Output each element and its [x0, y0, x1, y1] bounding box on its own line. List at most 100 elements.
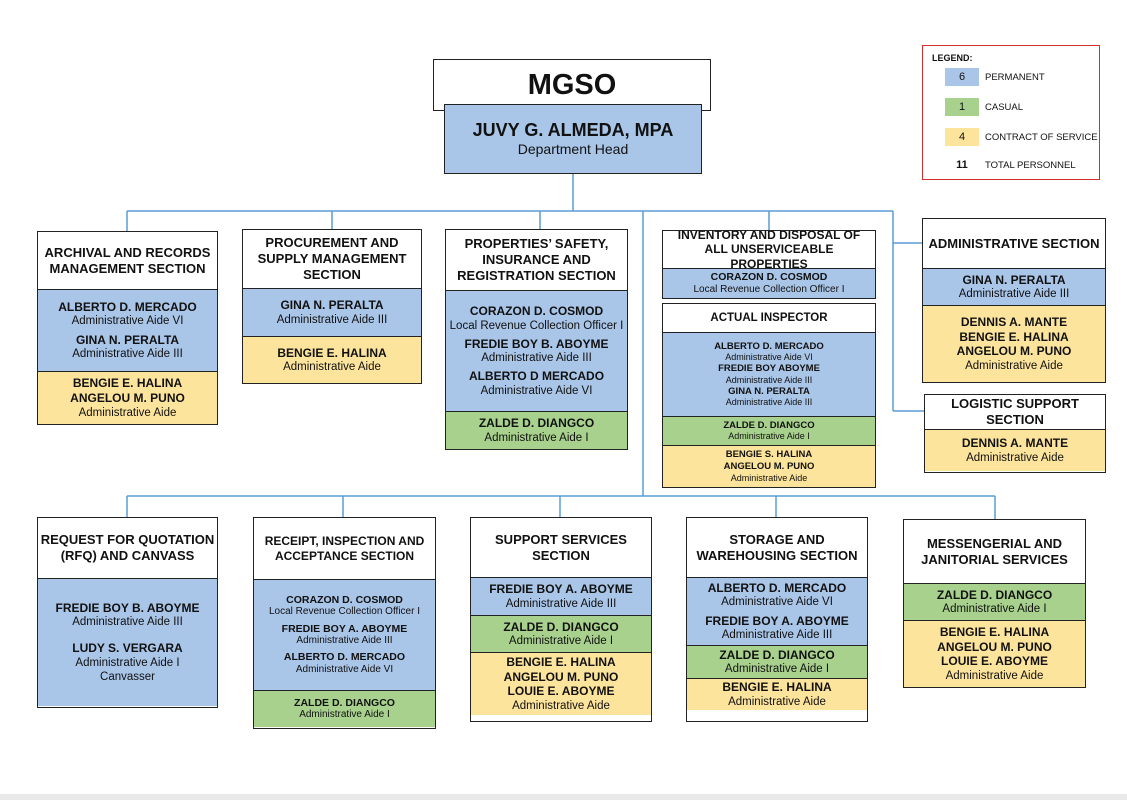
staff-role: Administrative Aide: [512, 699, 610, 712]
staff-name: CORAZON D. COSMOD: [469, 304, 604, 319]
org-title: MGSO: [433, 59, 711, 111]
staff-role: Administrative Aide VI: [725, 352, 813, 363]
legend: LEGEND: 6 PERMANENT 1 CASUAL 4 CONTRACT …: [922, 45, 1100, 180]
staff-name: ALBERTO D. MERCADO: [707, 580, 847, 595]
department-head-title: Department Head: [517, 141, 629, 158]
staff-name: GINA N. PERALTA: [280, 298, 384, 313]
staff-role: Administrative Aide: [945, 669, 1044, 682]
staff-role: Administrative Aide VI: [295, 664, 394, 676]
legend-count: 11: [956, 159, 968, 171]
staff-name: FREDIE BOY A. ABOYME: [489, 582, 633, 597]
staff-name: CORAZON D. COSMOD: [710, 271, 828, 283]
legend-label: CASUAL: [985, 101, 1024, 113]
section-inventory: INVENTORY AND DISPOSAL OF ALL UNSERVICEA…: [662, 230, 876, 299]
staff-name: BENGIE E. HALINA: [722, 680, 832, 695]
staff-name: ZALDE D. DIANGCO: [723, 419, 815, 431]
staff-name: FREDIE BOY B. ABOYME: [464, 336, 609, 351]
staff-role: Local Revenue Collection Officer I: [693, 283, 845, 295]
staff-name: FREDIE BOY A. ABOYME: [705, 613, 849, 628]
staff-name: ZALDE D. DIANGCO: [719, 647, 835, 662]
staff-name: ALBERTO D MERCADO: [468, 369, 605, 384]
section-support: SUPPORT SERVICES SECTION FREDIE BOY A. AB…: [470, 517, 652, 722]
section-title: LOGISTIC SUPPORT SECTION: [951, 396, 1079, 427]
staff-name: ZALDE D. DIANGCO: [936, 587, 1053, 602]
department-head-box: JUVY G. ALMEDA, MPA Department Head: [444, 104, 702, 174]
staff-role: Administrative Aide III: [725, 374, 813, 385]
staff-role: Administrative Aide III: [72, 348, 183, 361]
staff-role: Administrative Aide III: [721, 629, 833, 642]
staff-name: BENGIE E. HALINA: [939, 625, 1050, 640]
staff-name: DENNIS A. MANTE: [961, 436, 1069, 451]
staff-role: Administrative Aide I: [728, 431, 810, 442]
legend-row-permanent: 6 PERMANENT: [923, 68, 1045, 86]
staff-name: BENGIE E. HALINA: [506, 655, 616, 670]
legend-label: CONTRACT OF SERVICE: [985, 131, 1098, 143]
section-title: RECEIPT, INSPECTION AND ACCEPTANCE SECTI…: [264, 533, 425, 563]
staff-name: CORAZON D. COSMOD: [286, 593, 403, 606]
staff-role: Administrative Aide III: [296, 635, 393, 647]
staff-role: Administrative Aide: [283, 361, 381, 374]
staff-name: DENNIS A. MANTE: [960, 315, 1068, 330]
staff-role: Administrative Aide VI: [480, 384, 593, 397]
section-title: ACTUAL INSPECTOR: [710, 311, 828, 324]
staff-name: ANGELOU M. PUNO: [937, 639, 1052, 654]
staff-name: ALBERTO D. MERCADO: [714, 340, 824, 352]
legend-row-total: 11 TOTAL PERSONNEL: [923, 156, 1075, 174]
staff-role: Local Revenue Collection Officer I: [268, 606, 420, 618]
staff-role: Administrative Aide I: [942, 603, 1047, 616]
legend-row-casual: 1 CASUAL: [923, 98, 1023, 116]
staff-role: Administrative Aide I: [75, 657, 180, 670]
section-title: ARCHIVAL AND RECORDS MANAGEMENT SECTION: [44, 244, 211, 276]
section-title: MESSENGERIAL AND JANITORIAL SERVICES: [921, 535, 1068, 567]
staff-name: BENGIE S. HALINA: [725, 449, 813, 461]
legend-row-contract: 4 CONTRACT OF SERVICE: [923, 128, 1098, 146]
staff-role: Administrative Aide III: [276, 313, 388, 326]
staff-role: Administrative Aide III: [72, 616, 183, 629]
staff-name: ANGELOU M. PUNO: [956, 344, 1072, 359]
staff-role: Administrative Aide VI: [721, 596, 833, 609]
section-receipt: RECEIPT, INSPECTION AND ACCEPTANCE SECTI…: [253, 517, 436, 729]
staff-name: FREDIE BOY A. ABOYME: [281, 622, 408, 635]
staff-name: LUDY S. VERGARA: [72, 641, 183, 656]
staff-name: LOUIE E. ABOYME: [941, 654, 1048, 669]
section-messengerial: MESSENGERIAL AND JANITORIAL SERVICES ZALD…: [903, 519, 1086, 688]
legend-count: 6: [945, 68, 979, 86]
staff-role: Administrative Aide: [78, 406, 177, 419]
section-title: PROPERTIES’ SAFETY, INSURANCE AND REGIST…: [457, 236, 616, 283]
staff-name: BENGIE E. HALINA: [959, 329, 1069, 344]
section-title: SUPPORT SERVICES SECTION: [495, 531, 627, 563]
legend-label: PERMANENT: [985, 71, 1045, 83]
section-procurement: PROCUREMENT AND SUPPLY MANAGEMENT SECTIO…: [242, 229, 422, 384]
section-title: ADMINISTRATIVE SECTION: [928, 235, 1100, 251]
staff-role: Local Revenue Collection Officer I: [449, 319, 624, 332]
staff-name: ZALDE D. DIANGCO: [294, 696, 395, 709]
staff-designation: Canvasser: [100, 671, 155, 684]
legend-title: LEGEND:: [932, 53, 973, 63]
section-properties: PROPERTIES’ SAFETY, INSURANCE AND REGIST…: [445, 229, 628, 450]
staff-role: Administrative Aide: [730, 472, 808, 483]
section-storage: STORAGE AND WAREHOUSING SECTION ALBERTO D…: [686, 517, 868, 722]
staff-role: Administrative Aide I: [484, 431, 589, 444]
section-title: STORAGE AND WAREHOUSING SECTION: [696, 531, 858, 563]
staff-name: GINA N. PERALTA: [728, 385, 810, 397]
staff-role: Administrative Aide: [728, 695, 826, 708]
staff-name: BENGIE E. HALINA: [72, 376, 183, 391]
staff-role: Administrative Aide I: [508, 635, 614, 648]
